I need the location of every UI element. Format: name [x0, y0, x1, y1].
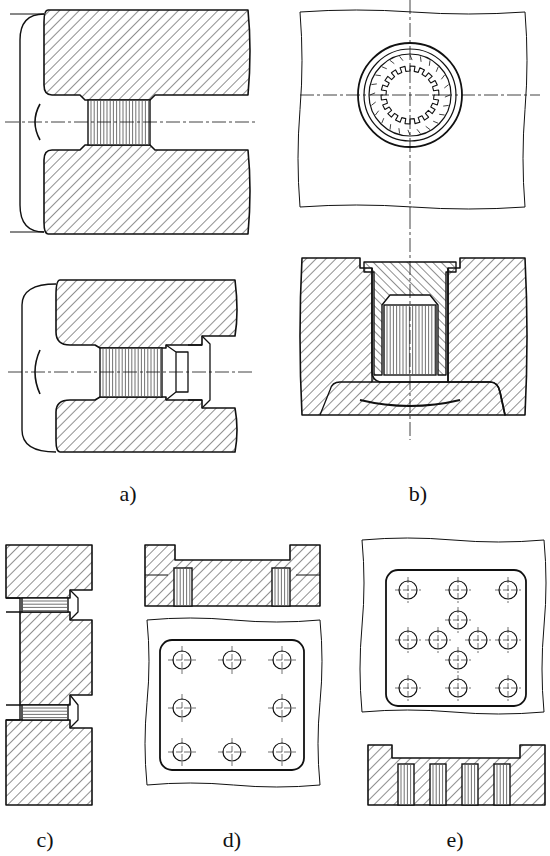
view-label: b) [409, 483, 427, 505]
view-label: a) [119, 483, 136, 505]
view-d-plan [145, 618, 322, 787]
view-label: d) [223, 829, 241, 851]
view-e-section [368, 745, 545, 805]
view-e-plan [360, 538, 546, 714]
view-c [6, 545, 92, 805]
view-d-section [145, 545, 320, 606]
view-label: c) [36, 829, 53, 851]
view-b-plan [298, 0, 540, 215]
view-a-lower [8, 280, 255, 452]
view-b-section [300, 215, 527, 440]
view-label: e) [446, 829, 463, 851]
view-a-upper [5, 10, 255, 234]
